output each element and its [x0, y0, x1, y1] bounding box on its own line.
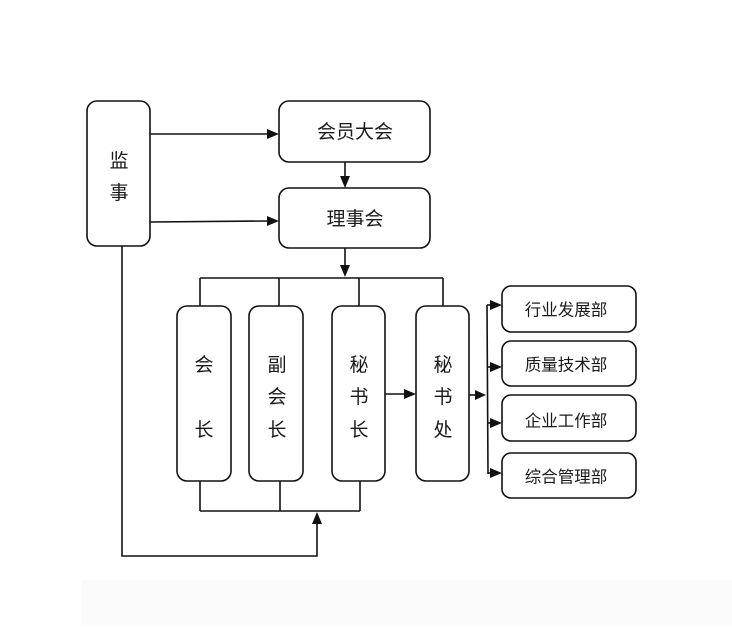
- node-box: [248, 305, 304, 482]
- connectors: [121, 129, 502, 557]
- node-char: 长: [349, 419, 368, 441]
- node-char: 会: [194, 354, 213, 376]
- arrowhead: [490, 300, 502, 310]
- node-box: [278, 187, 431, 249]
- node-dept-quality-technology[interactable]: 质量技术部: [501, 340, 637, 387]
- node-char: 监: [109, 150, 128, 172]
- node-box: [501, 394, 637, 442]
- node-label: 综合管理部: [525, 468, 608, 487]
- node-char: 会: [267, 386, 286, 408]
- node-char: 处: [433, 419, 452, 441]
- node-general-assembly[interactable]: 会员大会: [278, 100, 431, 163]
- node-box: [176, 305, 232, 482]
- node-box: [501, 340, 637, 387]
- node-label: 企业工作部: [525, 412, 608, 431]
- node-box: [501, 285, 637, 333]
- node-secretariat[interactable]: 秘 书 处: [415, 305, 470, 482]
- arrowhead: [340, 176, 350, 188]
- node-char: 书: [349, 386, 368, 408]
- node-box: [86, 100, 151, 247]
- node-secretary-general[interactable]: 秘 书 长: [331, 305, 386, 482]
- edge-supervisor-to-council: [149, 220, 269, 223]
- node-supervisor[interactable]: 监 事: [86, 100, 151, 247]
- node-box: [415, 305, 470, 482]
- footer-band: [82, 580, 732, 625]
- edge-supervisor-oversight-loop: [121, 246, 318, 557]
- node-label: 理事会: [326, 208, 383, 230]
- node-president[interactable]: 会 长: [176, 305, 232, 482]
- arrowhead: [267, 216, 279, 226]
- node-label: 质量技术部: [525, 356, 608, 375]
- node-dept-enterprise-work[interactable]: 企业工作部: [501, 394, 637, 442]
- arrowhead: [490, 468, 502, 478]
- node-char: 秘: [349, 354, 368, 376]
- node-char: 秘: [433, 354, 452, 376]
- node-label: 行业发展部: [525, 301, 608, 320]
- node-char: 副: [267, 354, 286, 376]
- arrowhead: [267, 129, 279, 139]
- node-label: 会员大会: [317, 121, 393, 143]
- node-char: 书: [433, 386, 452, 408]
- node-council[interactable]: 理事会: [278, 187, 431, 249]
- node-box: [278, 100, 431, 163]
- arrowhead: [475, 390, 486, 400]
- arrowhead: [490, 362, 502, 372]
- arrowhead: [340, 265, 350, 277]
- node-box: [331, 305, 386, 482]
- arrowhead: [490, 418, 502, 428]
- right-bus: [486, 304, 489, 475]
- node-dept-general-management[interactable]: 综合管理部: [501, 452, 637, 499]
- node-box: [501, 452, 637, 499]
- arrowhead: [312, 512, 322, 524]
- node-char: 长: [267, 419, 286, 441]
- node-char: 长: [194, 419, 213, 441]
- node-dept-industry-development[interactable]: 行业发展部: [501, 285, 637, 333]
- arrowhead: [404, 389, 416, 399]
- node-char: 事: [109, 182, 128, 204]
- node-vice-president[interactable]: 副 会 长: [248, 305, 304, 482]
